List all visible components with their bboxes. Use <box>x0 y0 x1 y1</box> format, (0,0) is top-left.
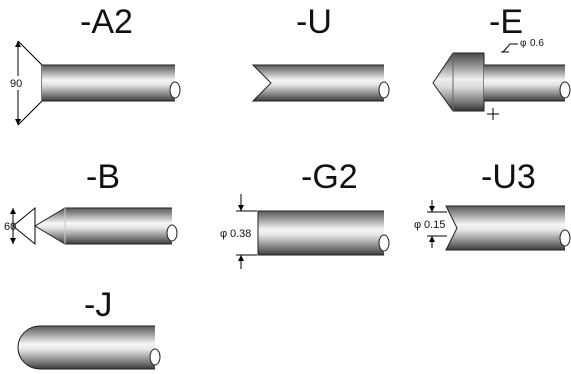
shaft-end-cut <box>559 81 571 99</box>
shaft <box>18 326 156 369</box>
tip-b-label: -B <box>86 158 120 196</box>
tip-g2: -G2 φ 0.38 <box>220 158 390 269</box>
tip-a2: -A2 90 <box>9 3 181 126</box>
arrow-up-icon <box>10 208 16 214</box>
shaft-edge <box>251 64 384 102</box>
tip-u3: -U3 φ 0.15 <box>414 158 571 251</box>
leader-line <box>502 43 518 53</box>
arrow-down-icon <box>15 119 21 125</box>
dimension-mask <box>9 76 26 90</box>
cone-tip <box>42 65 68 101</box>
shaft-end-cut <box>169 81 181 99</box>
tip-e-label: -E <box>489 3 523 41</box>
shaft <box>253 65 384 101</box>
tip-u3-dimension: 0.15 <box>424 219 445 231</box>
shaft <box>35 208 172 244</box>
tip-a2-dimension: 90 <box>10 78 22 90</box>
arrow-down-icon <box>10 238 16 244</box>
tip-u3-label: -U3 <box>481 158 536 196</box>
tip-g2-label: -G2 <box>301 158 358 196</box>
shaft-end-cut <box>149 348 161 366</box>
shaft <box>446 206 565 250</box>
tip-e-dimension: 0.6 <box>530 38 544 49</box>
tip-j: -J <box>17 286 161 370</box>
shaft <box>258 211 384 255</box>
tip-j-label: -J <box>84 286 112 324</box>
shaft-end-cut <box>378 81 390 99</box>
shaft <box>484 65 565 101</box>
shaft-end-cut <box>559 229 571 247</box>
arrow-up-icon <box>15 41 21 47</box>
shaft-end-cut <box>378 234 390 252</box>
arrow-up-icon <box>429 236 435 242</box>
shaft-end-cut <box>166 224 178 242</box>
angle-outline <box>12 206 36 246</box>
shaft <box>42 65 175 101</box>
shaft-edge <box>17 325 155 370</box>
tip-b-dimension: 60 <box>4 221 16 233</box>
arrow-down-icon <box>429 206 435 212</box>
tip-g2-dimension: 0.38 <box>230 228 251 240</box>
diameter-symbol: φ <box>414 219 421 231</box>
tip-b: -B 60 <box>4 158 178 246</box>
tip-u: -U <box>251 3 390 102</box>
arrow-up-icon <box>238 255 244 261</box>
diameter-symbol: φ <box>520 38 527 49</box>
tip-e: -E φ 0.6 <box>432 3 571 120</box>
diameter-symbol: φ <box>220 228 227 240</box>
shaft-edge <box>34 207 172 245</box>
tip-u-label: -U <box>296 3 332 41</box>
shaft-edge <box>257 210 384 256</box>
tip-a2-label: -A2 <box>80 3 133 41</box>
arrow-down-icon <box>238 205 244 211</box>
shaft-edge <box>445 205 565 251</box>
cone-head <box>432 52 485 112</box>
